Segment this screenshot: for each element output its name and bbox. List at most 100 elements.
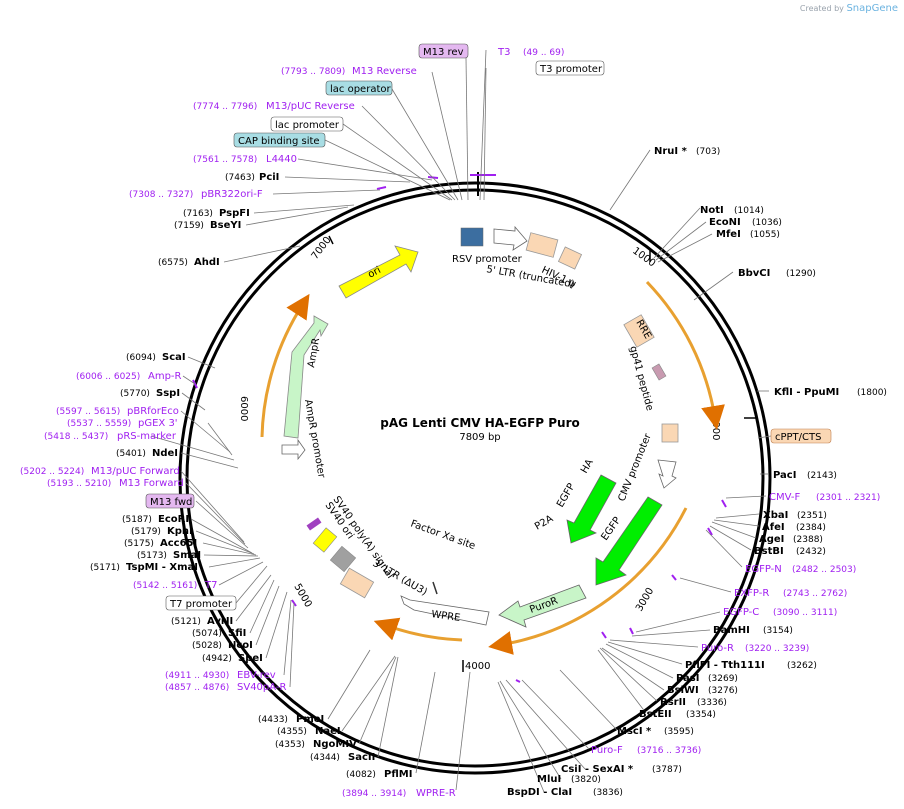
pmei-pos: (4433) <box>258 715 288 725</box>
pbr322ori-pos: (7308 .. 7327) <box>129 190 193 200</box>
wprer-label: WPRE-R <box>416 788 456 799</box>
cmvf-pos: (2301 .. 2321) <box>816 493 880 503</box>
xbai-pos: (2351) <box>797 511 827 521</box>
bbvci-pos: (1290) <box>786 269 816 279</box>
ebvrev-label: EBV-rev <box>237 670 276 681</box>
m13-forward-pos: (5193 .. 5210) <box>47 479 111 489</box>
noti-pos: (1014) <box>734 206 764 216</box>
orange-arcs <box>260 280 725 655</box>
ori-label: ori <box>366 265 383 281</box>
m13puc-reverse-label: M13/pUC Reverse <box>266 101 355 112</box>
sspi-label: SspI <box>156 388 180 399</box>
bsiwi-label: BsiWI <box>667 685 699 696</box>
m13puc-fwd-pos: (5202 .. 5224) <box>20 467 84 477</box>
ecori-label: EcoRI <box>158 514 189 525</box>
ecori-pos: (5187) <box>122 515 152 525</box>
pcii-pos: (7463) <box>225 173 255 183</box>
ahdi-pos: (6575) <box>158 258 188 268</box>
rsv-promoter-box <box>460 227 484 247</box>
ndei-label: NdeI <box>152 448 178 459</box>
purof-pos: (3716 .. 3736) <box>637 746 701 756</box>
backbone-outer <box>178 181 772 775</box>
claI-label: BspDI - ClaI <box>507 787 572 798</box>
csii-pos: (3787) <box>652 765 682 775</box>
ha-label: HA <box>579 457 596 475</box>
puror-primer-pos: (3220 .. 3239) <box>745 644 809 654</box>
tick-label-3000: 3000 <box>634 586 656 614</box>
ampr-arrow <box>283 315 329 439</box>
sv40pa-label: SV40pA-R <box>237 682 286 693</box>
sfii-label: SfiI <box>228 628 246 639</box>
ampr-promoter-arrow <box>281 438 306 461</box>
ncoi-label: NcoI <box>228 640 253 651</box>
ampr-label: AmpR <box>306 337 322 368</box>
t7-pos: (5142 .. 5161) <box>133 581 197 591</box>
ndei-pos: (5401) <box>116 449 146 459</box>
egfpn-pos: (2482 .. 2503) <box>792 565 856 575</box>
lac-promoter-label: lac promoter <box>275 120 340 131</box>
bamhi-label: BamHI <box>713 625 750 636</box>
egfp-arrow <box>595 496 663 586</box>
pflmi-label: PflMI <box>384 769 412 780</box>
snapgene-brand: SnapGene <box>846 3 898 14</box>
egfpn-label: EGFP-N <box>745 564 782 575</box>
tick-label-4000: 4000 <box>465 661 490 672</box>
gp41-label: gp41 peptide <box>627 345 655 412</box>
bstbi-label: BstBI <box>754 546 784 557</box>
bsteii-label: BstEII <box>639 709 672 720</box>
afei-pos: (2384) <box>796 523 826 533</box>
l4440-pos: (7561 .. 7578) <box>193 155 257 165</box>
bsteii-pos: (3354) <box>686 710 716 720</box>
kfli-pos: (1800) <box>857 388 887 398</box>
plasmid-length: 7809 bp <box>459 432 500 443</box>
egfp-label-1: EGFP <box>555 482 577 510</box>
l4440-label: L4440 <box>266 154 297 165</box>
mfei-pos: (1055) <box>750 230 780 240</box>
pgex3-pos: (5537 .. 5559) <box>67 419 131 429</box>
ori-arrow <box>338 245 419 299</box>
rsv-promoter-label: RSV promoter <box>452 254 523 265</box>
ebvrev-pos: (4911 .. 4930) <box>165 671 229 681</box>
spei-pos: (4942) <box>202 654 232 664</box>
leader-lines <box>150 49 772 793</box>
bstbi-pos: (2432) <box>796 547 826 557</box>
afei-label: AfeI <box>762 522 785 533</box>
csii-label: CsiI - SexAI * <box>561 764 634 775</box>
spei-label: SpeI <box>238 653 263 664</box>
ahdi-label: AhdI <box>194 257 220 268</box>
kpni-pos: (5179) <box>131 527 161 537</box>
wpre-label: WPRE <box>431 609 461 624</box>
paci-label: PacI <box>773 470 796 481</box>
prsmarker-pos: (5418 .. 5437) <box>44 432 108 442</box>
sv40pa-pos: (4857 .. 4876) <box>165 683 229 693</box>
agei-label: AgeI <box>759 534 784 545</box>
xmai-pos: (5171) <box>90 563 120 573</box>
plasmid-name: pAG Lenti CMV HA-EGFP Puro <box>380 416 580 430</box>
rsv-promoter-arrow <box>493 225 528 251</box>
msci-pos: (3595) <box>664 727 694 737</box>
t3-label: T3 <box>497 47 510 58</box>
t7-box <box>306 517 322 531</box>
naei-label: NaeI <box>315 726 341 737</box>
tick-label-6000: 6000 <box>238 396 249 421</box>
wpre-arrow <box>400 595 490 626</box>
ltr5-box <box>525 232 559 258</box>
bseyi-pos: (7159) <box>174 221 204 231</box>
bbvci-label: BbvCI <box>738 268 770 279</box>
ltr3-box <box>339 567 375 599</box>
rsrii-label: RsrII <box>660 697 686 708</box>
smai-label: SmaI <box>173 550 201 561</box>
purof-label: Puro-F <box>591 745 623 756</box>
snapgene-credit: Created by SnapGene <box>800 3 898 14</box>
nrui-label: NruI * <box>654 146 688 157</box>
rre-box <box>623 314 655 348</box>
ampr-primer-label: Amp-R <box>148 371 182 382</box>
ngomiv-label: NgoMIV <box>313 739 357 750</box>
ha-egfp-arrow <box>566 474 617 544</box>
pcii-label: PciI <box>259 172 279 183</box>
kfli-label: KflI - PpuMI <box>774 387 839 398</box>
cmvf-label: CMV-F <box>769 492 800 503</box>
ampr-promoter-label: AmpR promoter <box>302 399 327 480</box>
cpptcts-label: cPPT/CTS <box>775 432 821 443</box>
